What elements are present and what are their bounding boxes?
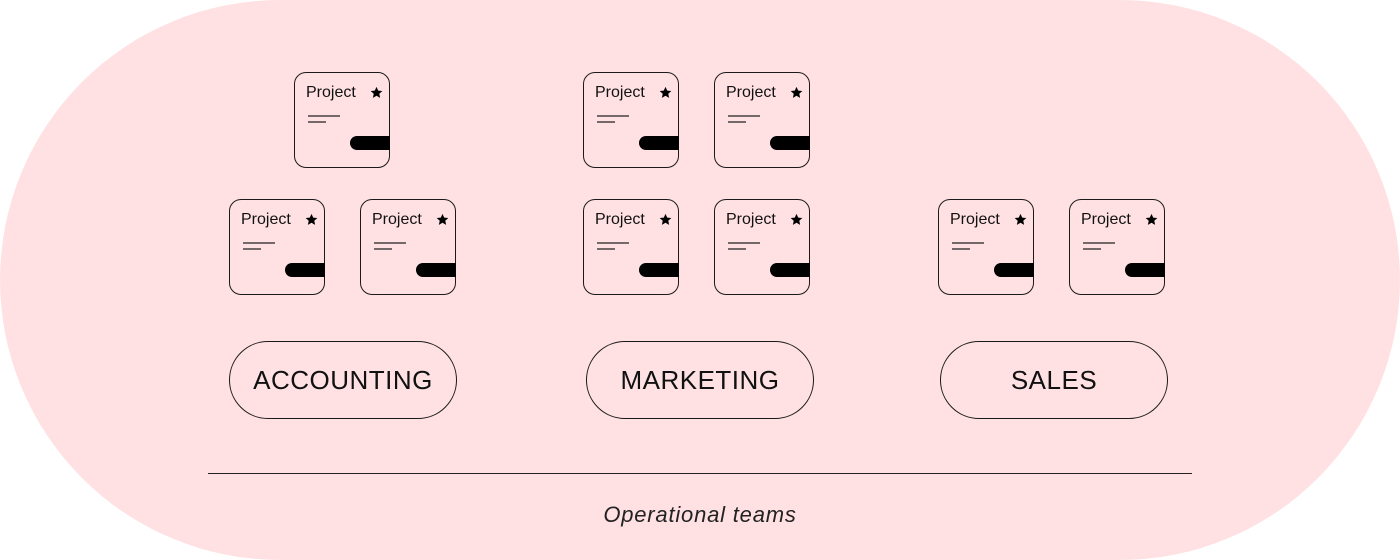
project-card-title: Project (1081, 211, 1131, 228)
project-card[interactable]: Project (583, 72, 679, 168)
text-lines-icon (374, 242, 406, 250)
card-toggle[interactable] (1125, 263, 1165, 277)
text-lines-icon (243, 242, 275, 250)
star-icon (659, 213, 672, 225)
project-card[interactable]: Project (294, 72, 390, 168)
star-icon (790, 86, 803, 98)
project-card-title: Project (241, 211, 291, 228)
text-lines-icon (597, 242, 629, 250)
project-card[interactable]: Project (360, 199, 456, 295)
text-lines-icon (1083, 242, 1115, 250)
project-card[interactable]: Project (714, 199, 810, 295)
card-toggle[interactable] (639, 263, 679, 277)
star-icon (790, 213, 803, 225)
card-toggle[interactable] (770, 263, 810, 277)
project-card-title: Project (950, 211, 1000, 228)
project-card[interactable]: Project (229, 199, 325, 295)
star-icon (370, 86, 383, 98)
project-card[interactable]: Project (714, 72, 810, 168)
star-icon (1145, 213, 1158, 225)
project-card-title: Project (726, 211, 776, 228)
project-card-title: Project (726, 84, 776, 101)
card-toggle[interactable] (770, 136, 810, 150)
text-lines-icon (597, 115, 629, 123)
star-icon (1014, 213, 1027, 225)
team-pill-sales[interactable]: SALES (940, 341, 1168, 419)
project-card-title: Project (595, 84, 645, 101)
text-lines-icon (952, 242, 984, 250)
card-toggle[interactable] (639, 136, 679, 150)
project-card-title: Project (306, 84, 356, 101)
text-lines-icon (728, 115, 760, 123)
star-icon (659, 86, 672, 98)
card-toggle[interactable] (350, 136, 390, 150)
project-card-title: Project (595, 211, 645, 228)
project-card[interactable]: Project (1069, 199, 1165, 295)
project-card-title: Project (372, 211, 422, 228)
star-icon (436, 213, 449, 225)
team-pill-accounting[interactable]: ACCOUNTING (229, 341, 457, 419)
card-toggle[interactable] (285, 263, 325, 277)
project-card[interactable]: Project (583, 199, 679, 295)
team-pill-marketing[interactable]: MARKETING (586, 341, 814, 419)
caption: Operational teams (603, 502, 797, 527)
project-card[interactable]: Project (938, 199, 1034, 295)
card-toggle[interactable] (416, 263, 456, 277)
star-icon (305, 213, 318, 225)
card-toggle[interactable] (994, 263, 1034, 277)
text-lines-icon (308, 115, 340, 123)
text-lines-icon (728, 242, 760, 250)
divider (208, 473, 1192, 474)
